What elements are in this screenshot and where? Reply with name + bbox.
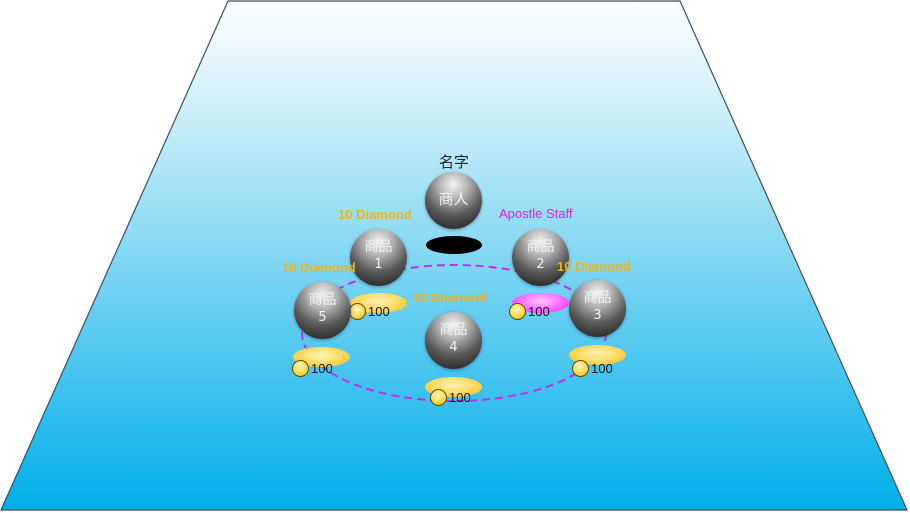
item-3-price: 10 Diamond xyxy=(557,259,631,274)
item-1[interactable]: 商品 1 xyxy=(350,229,407,286)
item-2-coin-count: 100 xyxy=(528,304,550,319)
item-4[interactable]: 商品 4 xyxy=(425,312,482,369)
item-5-price: 10 Diamond xyxy=(282,260,356,275)
item-1-coin-count: 100 xyxy=(368,304,390,319)
item-5[interactable]: 商品 5 xyxy=(294,282,351,339)
item-2-price: Apostle Staff xyxy=(499,206,573,221)
item-1-price: 10 Diamond xyxy=(338,207,412,222)
item-1-coin-icon xyxy=(349,303,366,320)
item-3-index: 3 xyxy=(593,308,602,323)
npc-shadow xyxy=(426,236,482,254)
item-5-index: 5 xyxy=(318,310,327,325)
item-4-label: 商品 xyxy=(439,322,468,338)
item-5-label: 商品 xyxy=(308,292,337,308)
item-2-pad xyxy=(512,293,569,313)
item-5-pad xyxy=(293,347,350,367)
npc-merchant[interactable]: 商人 xyxy=(425,172,482,229)
item-5-coin-count: 100 xyxy=(311,361,333,376)
item-2-index: 2 xyxy=(536,257,545,272)
item-2-label: 商品 xyxy=(526,239,555,255)
item-3[interactable]: 商品 3 xyxy=(569,280,626,337)
item-2-coin-icon xyxy=(509,303,526,320)
item-3-coin-count: 100 xyxy=(591,361,613,376)
item-5-coin-icon xyxy=(292,360,309,377)
item-4-index: 4 xyxy=(449,340,458,355)
item-1-index: 1 xyxy=(374,257,383,272)
item-4-price: 10 Diamond xyxy=(413,290,487,305)
item-4-coin-icon xyxy=(430,389,447,406)
npc-label: 商人 xyxy=(438,190,469,208)
npc-name: 名字 xyxy=(438,153,469,171)
item-1-label: 商品 xyxy=(364,239,393,255)
item-3-coin-icon xyxy=(572,360,589,377)
item-4-coin-count: 100 xyxy=(449,390,471,405)
item-2[interactable]: 商品 2 xyxy=(512,229,569,286)
item-3-label: 商品 xyxy=(583,290,612,306)
